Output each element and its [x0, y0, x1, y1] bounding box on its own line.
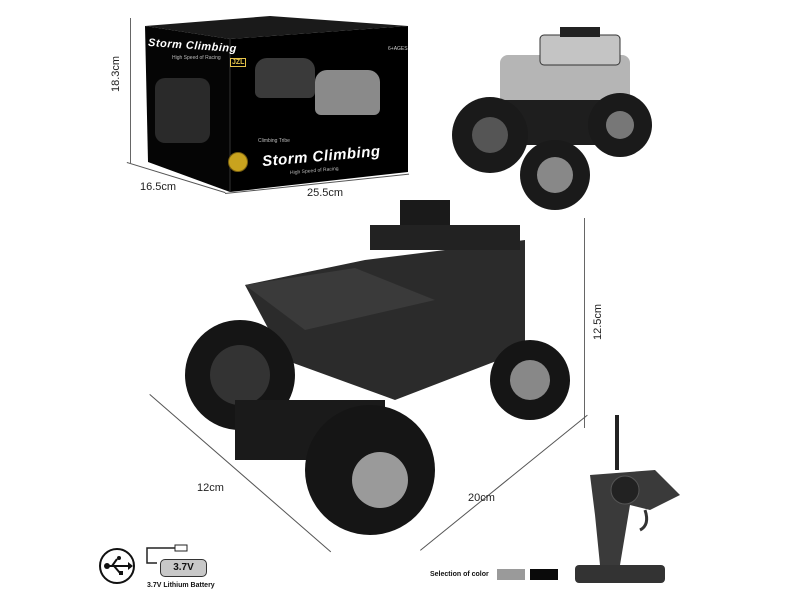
brand-logo: JZL	[230, 58, 247, 67]
box-width-label: 25.5cm	[307, 187, 344, 199]
color-selection-label: Selection of color	[430, 571, 489, 578]
box-side-car-image	[155, 78, 210, 143]
box-depth-label: 16.5cm	[140, 181, 177, 193]
box-front-small-text: Climbing Tribe	[258, 138, 290, 144]
color-swatch-silver[interactable]	[497, 569, 525, 580]
battery-cable-icon	[146, 544, 188, 564]
car-length-label: 20cm	[468, 492, 495, 504]
battery-icon: 3.7V	[160, 559, 207, 577]
box-side-tagline: High Speed of Racing	[172, 55, 221, 61]
box-car-image-black	[255, 58, 315, 98]
silver-car-image	[452, 27, 652, 210]
black-car-image	[185, 200, 570, 535]
battery-label: 3.7V Lithium Battery	[147, 582, 215, 589]
quality-badge-icon	[228, 152, 248, 172]
box-age: 6+AGES	[388, 46, 408, 52]
battery-voltage: 3.7V	[173, 562, 194, 573]
car-height-line	[584, 218, 585, 428]
usb-icon	[99, 548, 135, 584]
remote-controller-image	[575, 415, 680, 583]
color-swatch-black[interactable]	[530, 569, 558, 580]
box-car-image-silver	[315, 70, 380, 115]
car-width-label: 12cm	[197, 482, 224, 494]
box-height-label: 18.3cm	[110, 55, 122, 92]
box-height-line	[130, 18, 131, 163]
car-height-label: 12.5cm	[592, 303, 604, 340]
